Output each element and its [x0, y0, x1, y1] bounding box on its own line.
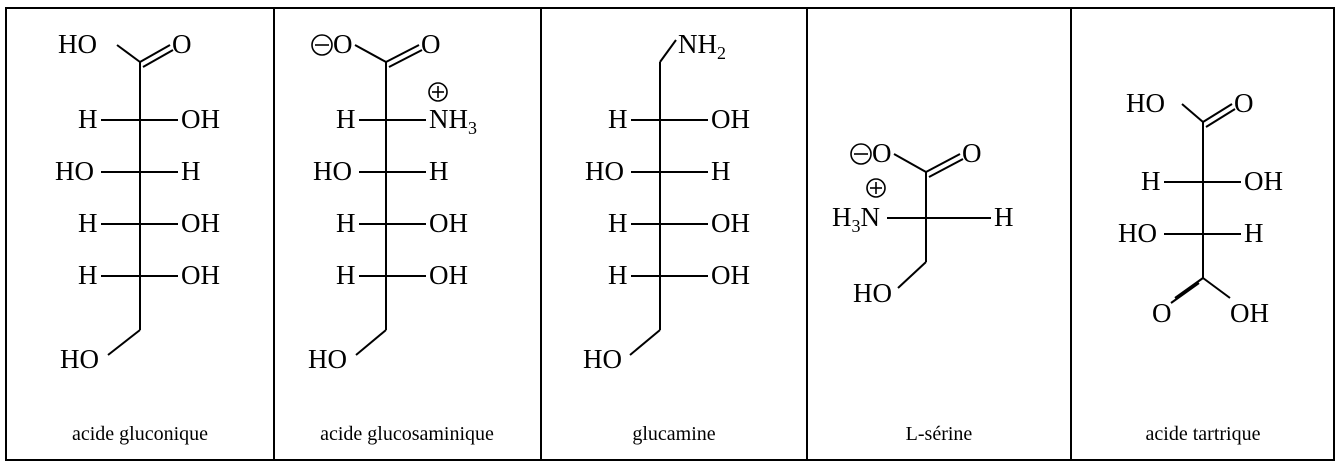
bond [1202, 277, 1231, 299]
bond [925, 153, 961, 173]
atom-nh3: NH3 [429, 104, 477, 138]
bond [1174, 277, 1204, 299]
atom-h: H [608, 208, 628, 238]
atom-o: O [421, 29, 441, 59]
caption-glucamine: glucamine [632, 423, 715, 445]
atom-oh: OH [181, 208, 220, 238]
double-bond [928, 158, 964, 178]
bond [897, 261, 927, 289]
atom-oh: OH [181, 104, 220, 134]
atom-ho: HO [55, 156, 94, 186]
atom-oh: OH [1244, 166, 1283, 196]
molecule-glucamine: NH2 H OH HO H H OH H OH HO [583, 29, 750, 374]
minus-charge-icon [311, 34, 333, 56]
atom-ho: HO [585, 156, 624, 186]
minus-charge-icon [850, 143, 872, 165]
table-border [5, 7, 1335, 461]
atom-oh: OH [429, 260, 468, 290]
atom-ho: HO [313, 156, 352, 186]
molecule-gluconic-acid: HO O H OH HO H H OH H OH HO [55, 29, 220, 374]
caption-glucosaminic-acid: acide glucosaminique [320, 423, 494, 445]
atom-oh: OH [181, 260, 220, 290]
atom-h: H [1244, 218, 1264, 248]
plus-charge-icon [428, 82, 448, 102]
atom-o: O [872, 138, 892, 168]
bond [629, 329, 661, 356]
atom-h: H [78, 104, 98, 134]
atom-o: O [172, 29, 192, 59]
bond [1202, 103, 1233, 123]
atom-h: H [181, 156, 201, 186]
atom-o: O [1152, 298, 1172, 328]
double-bond [1170, 282, 1200, 304]
caption-tartaric-acid: acide tartrique [1146, 423, 1261, 445]
bond [116, 44, 141, 63]
bond [354, 44, 387, 63]
molecule-l-serine: O O H3N H HO [832, 138, 1014, 308]
atom-o: O [1234, 88, 1254, 118]
atom-h: H [608, 104, 628, 134]
double-bond [1205, 108, 1236, 128]
atom-h: H [336, 104, 356, 134]
atom-oh: OH [711, 104, 750, 134]
atom-h: H [78, 208, 98, 238]
atom-h: H [1141, 166, 1161, 196]
bond [385, 44, 420, 63]
atom-ho: HO [1118, 218, 1157, 248]
atom-o: O [962, 138, 982, 168]
bond [107, 329, 141, 356]
bond [355, 329, 387, 356]
atom-h3n: H3N [832, 202, 880, 236]
atom-h: H [994, 202, 1014, 232]
atom-oh: OH [1230, 298, 1269, 328]
atom-h: H [429, 156, 449, 186]
atom-nh2: NH2 [678, 29, 726, 63]
bond [1181, 103, 1204, 123]
molecule-glucosaminic-acid: O O H NH3 HO H H OH H OH HO [308, 29, 477, 374]
bond [893, 153, 927, 173]
plus-charge-icon [866, 178, 886, 198]
atom-o: O [333, 29, 353, 59]
atom-h: H [711, 156, 731, 186]
double-bond [388, 49, 423, 68]
atom-oh: OH [429, 208, 468, 238]
atom-oh: OH [711, 260, 750, 290]
atom-h: H [336, 208, 356, 238]
atom-ho: HO [853, 278, 892, 308]
atom-h: H [608, 260, 628, 290]
caption-l-serine: L-sérine [906, 423, 973, 445]
atom-ho: HO [308, 344, 347, 374]
atom-ho: HO [58, 29, 97, 59]
atom-h: H [336, 260, 356, 290]
bond [139, 44, 171, 63]
caption-gluconic-acid: acide gluconique [72, 423, 208, 445]
atom-oh: OH [711, 208, 750, 238]
atom-h: H [78, 260, 98, 290]
atom-ho: HO [1126, 88, 1165, 118]
molecule-tartaric-acid: HO O H OH HO H O OH [1118, 88, 1283, 328]
bond [659, 39, 677, 63]
atom-ho: HO [60, 344, 99, 374]
atom-ho: HO [583, 344, 622, 374]
double-bond [142, 49, 174, 68]
